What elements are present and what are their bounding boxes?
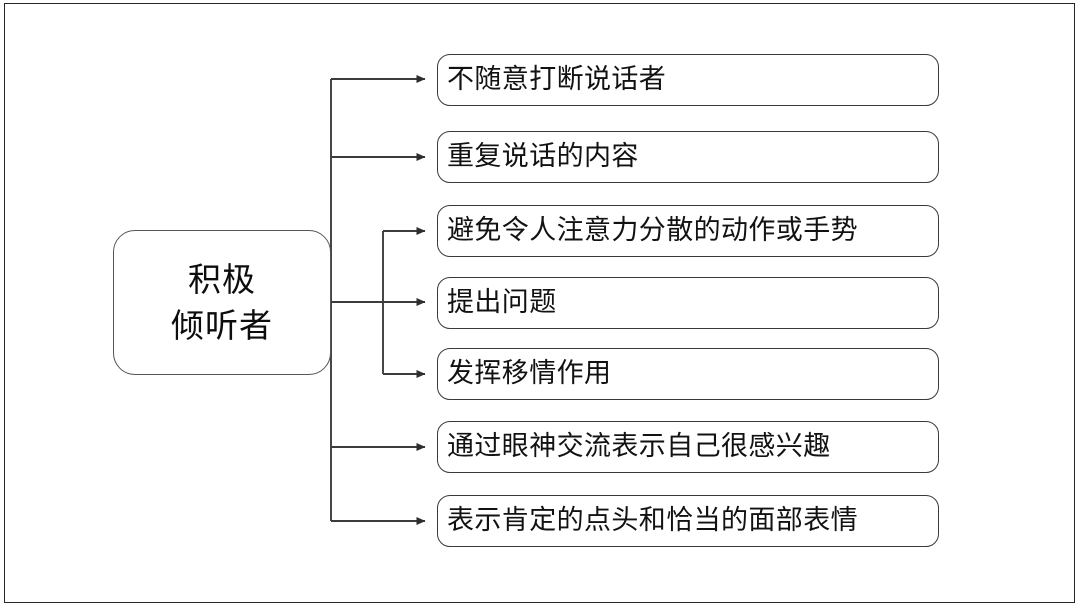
node-eye-contact-interest[interactable]: 通过眼神交流表示自己很感兴趣 <box>437 421 939 473</box>
node-label: 发挥移情作用 <box>447 358 612 390</box>
root-node-active-listener[interactable]: 积极 倾听者 <box>113 230 331 375</box>
node-label: 重复说话的内容 <box>447 141 639 173</box>
node-avoid-distracting-gestures[interactable]: 避免令人注意力分散的动作或手势 <box>437 205 939 257</box>
root-node-label: 积极 倾听者 <box>171 259 273 345</box>
node-no-interrupting[interactable]: 不随意打断说话者 <box>437 54 939 106</box>
node-repeat-content[interactable]: 重复说话的内容 <box>437 131 939 183</box>
node-ask-questions[interactable]: 提出问题 <box>437 277 939 329</box>
node-label: 避免令人注意力分散的动作或手势 <box>447 215 858 247</box>
node-affirmative-nods-expressions[interactable]: 表示肯定的点头和恰当的面部表情 <box>437 495 939 547</box>
node-label: 提出问题 <box>447 287 557 319</box>
node-label: 表示肯定的点头和恰当的面部表情 <box>447 505 858 537</box>
node-label: 不随意打断说话者 <box>447 64 667 96</box>
node-label: 通过眼神交流表示自己很感兴趣 <box>447 431 831 463</box>
node-show-empathy[interactable]: 发挥移情作用 <box>437 348 939 400</box>
